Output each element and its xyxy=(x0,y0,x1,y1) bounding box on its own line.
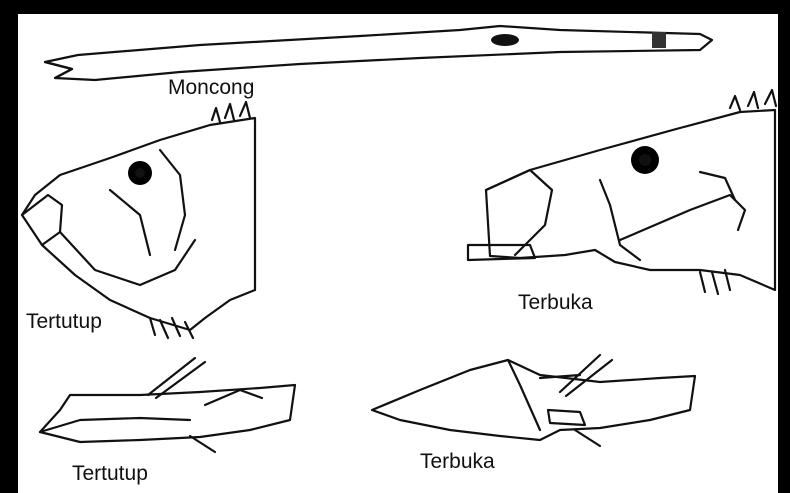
label-snout: Moncong xyxy=(168,76,254,100)
label-closed-head: Tertutup xyxy=(26,310,102,334)
label-open-head: Terbuka xyxy=(518,291,593,315)
side-closed-drawing xyxy=(40,358,295,452)
head-open-drawing xyxy=(468,90,776,294)
side-open-drawing xyxy=(372,355,695,446)
label-closed-side: Tertutup xyxy=(72,462,148,486)
head-closed-drawing xyxy=(22,102,255,338)
snout-drawing xyxy=(45,26,712,80)
label-open-side: Terbuka xyxy=(420,450,495,474)
